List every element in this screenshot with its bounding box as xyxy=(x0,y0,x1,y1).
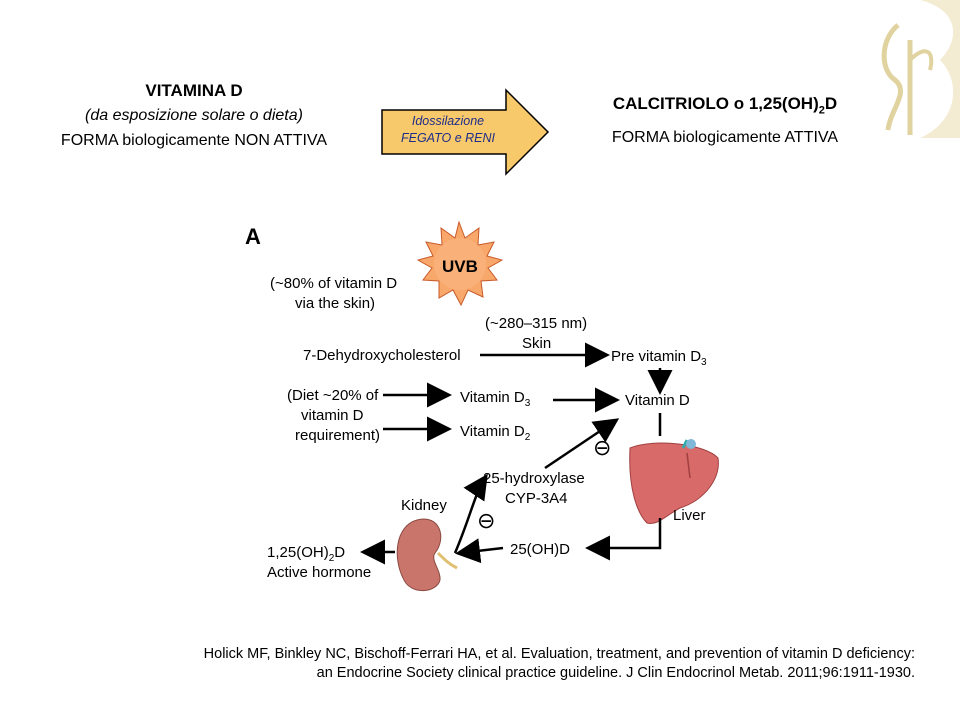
citation-line2: an Endocrine Society clinical practice g… xyxy=(316,665,915,681)
calcitriol-active-block: CALCITRIOLO o 1,25(OH)2D FORMA biologica… xyxy=(560,90,890,152)
arrow-label-line1: Idossilazione xyxy=(411,114,485,128)
25-oh-d-label: 25(OH)D xyxy=(510,541,570,558)
arrow-label-line2: FEGATO e RENI xyxy=(400,131,495,145)
skin-percent-line1: (~80% of vitamin D xyxy=(270,275,397,292)
active-hormone-label: Active hormone xyxy=(267,564,371,581)
uvb-label: UVB xyxy=(442,257,478,276)
liver-icon xyxy=(629,439,719,525)
skin-percent-line2: via the skin) xyxy=(295,295,375,312)
arrow-25ohd-to-kidney xyxy=(455,538,504,564)
calcitriol-title-end: D xyxy=(824,94,838,113)
skin-label: Skin xyxy=(522,335,551,352)
hydroxylation-arrow xyxy=(381,88,550,176)
arrow-vitamin-d2-to-vitamin-d xyxy=(544,418,620,470)
arrow-liver-to-25ohd xyxy=(590,413,662,548)
hydroxylation-arrow-label: Idossilazione FEGATO e RENI xyxy=(386,113,510,147)
cyp-label: CYP-3A4 xyxy=(505,490,568,507)
kidney-inhibition-symbol: ⊖ xyxy=(477,508,495,533)
diet-line1: (Diet ~20% of xyxy=(287,387,379,404)
vitamin-d-title: VITAMINA D xyxy=(145,81,243,100)
vitamin-d-inactive-block: VITAMINA D (da esposizione solare o diet… xyxy=(20,78,368,153)
citation-line1: Holick MF, Binkley NC, Bischoff-Ferrari … xyxy=(203,646,915,662)
calcitriol-title-subscript: 2 xyxy=(818,104,825,117)
vitamin-d-status: FORMA biologicamente NON ATTIVA xyxy=(60,132,328,149)
logo-watermark xyxy=(881,0,960,138)
liver-inhibition-symbol: ⊖ xyxy=(593,435,611,460)
liver-label: Liver xyxy=(673,507,706,524)
kidney-label: Kidney xyxy=(401,497,447,514)
hydroxylase-label: 25-hydroxylase xyxy=(483,470,585,487)
calcitriol-title: CALCITRIOLO o 1,25(OH)2D xyxy=(560,90,890,124)
vitamin-d-pathway-figure: A UVB (~80% of vitamin D via the skin) (… xyxy=(245,220,719,592)
citation: Holick MF, Binkley NC, Bischoff-Ferrari … xyxy=(120,645,915,683)
wavelength-label: (~280–315 nm) xyxy=(485,315,587,332)
kidney-icon xyxy=(396,518,458,592)
panel-letter: A xyxy=(245,224,261,249)
calcitriol-status: FORMA biologicamente ATTIVA xyxy=(611,129,839,147)
uvb-sun-icon xyxy=(416,220,504,307)
vitamin-d2-label: Vitamin D2 xyxy=(460,423,531,443)
vitamin-d-label: Vitamin D xyxy=(625,392,690,409)
dehydrocholesterol-label: 7-Dehydroxycholesterol xyxy=(303,347,461,364)
vitamin-d-source: (da esposizione solare o dieta) xyxy=(85,107,303,124)
previtamin-d3-label: Pre vitamin D3 xyxy=(611,348,707,368)
calcitriol-title-main: CALCITRIOLO o 1,25(OH) xyxy=(612,94,819,113)
active-hormone-formula: 1,25(OH)2D xyxy=(267,544,345,564)
diet-line3: requirement) xyxy=(295,427,380,444)
diet-line2: vitamin D xyxy=(301,407,364,424)
vitamin-d3-label: Vitamin D3 xyxy=(460,389,531,409)
